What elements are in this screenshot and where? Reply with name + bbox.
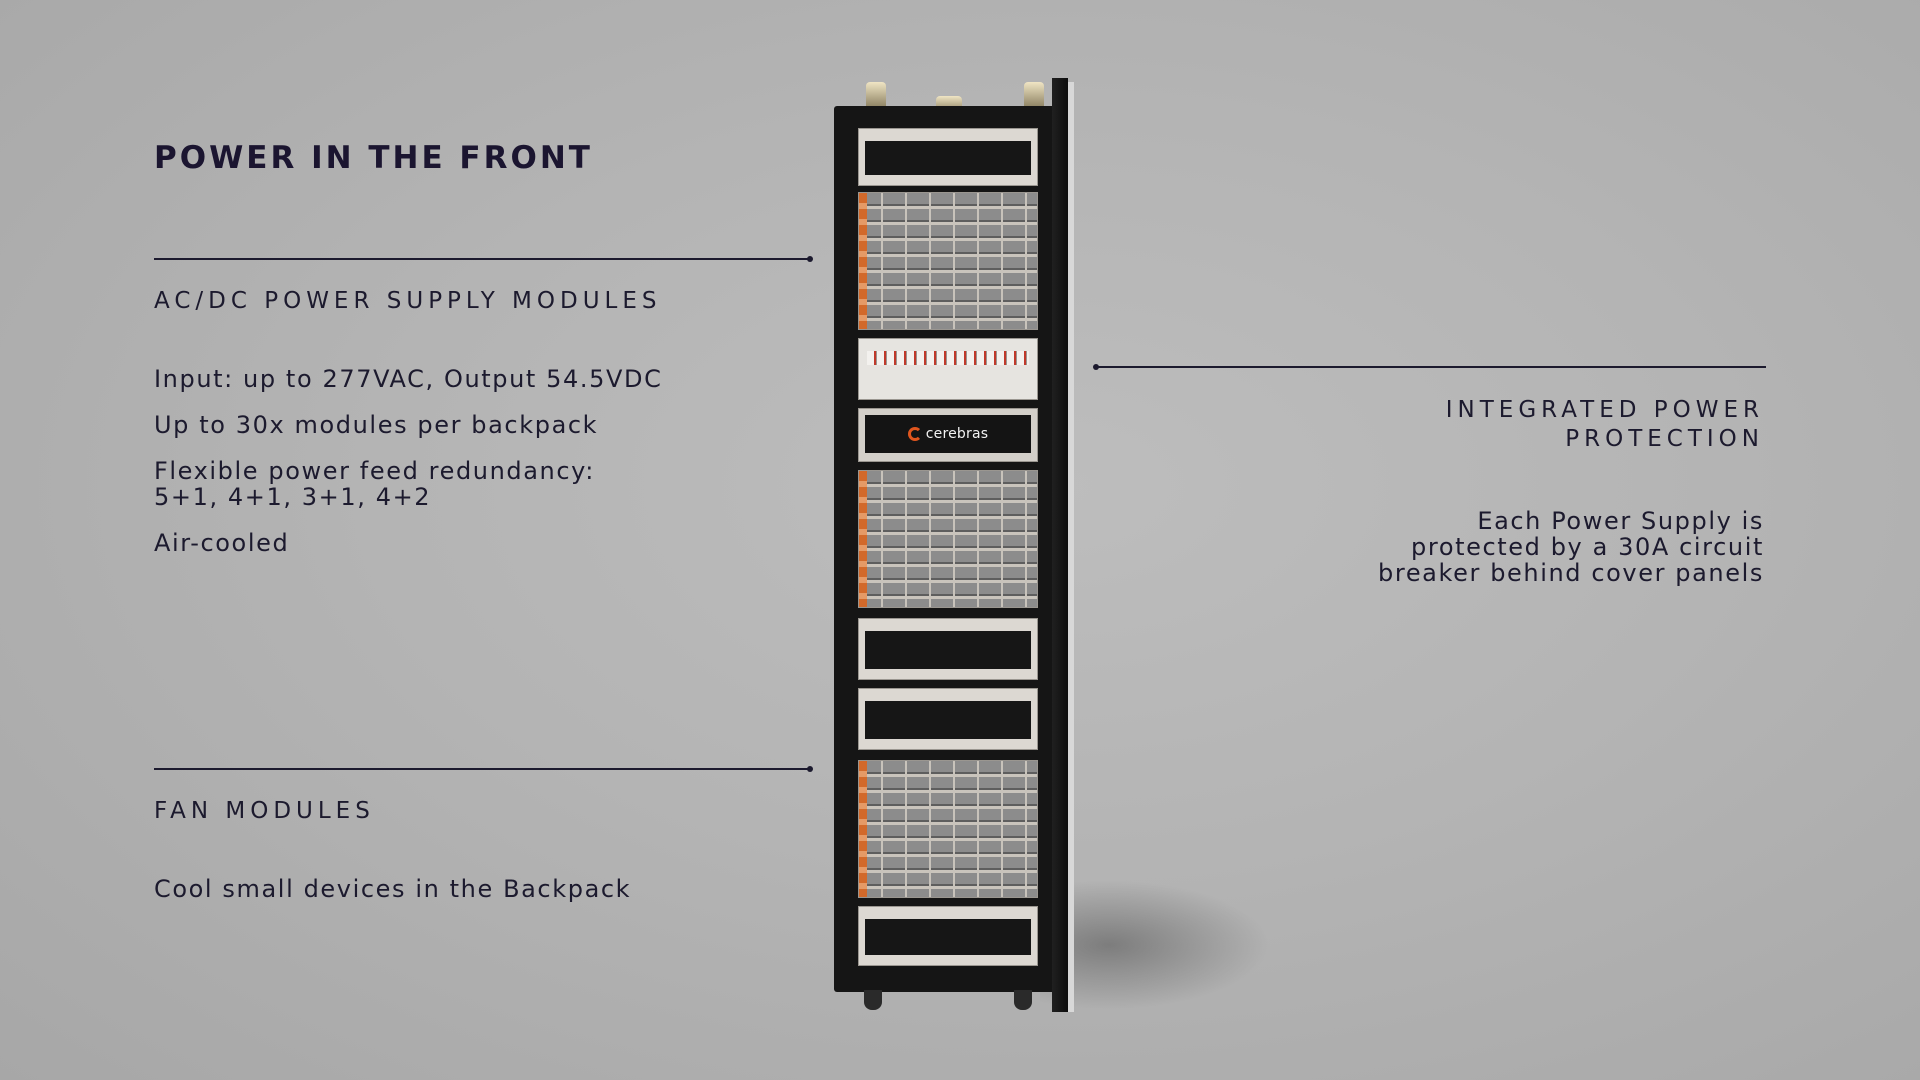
psu-module-bank-upper xyxy=(858,192,1038,330)
protection-block: INTEGRATED POWER PROTECTION Each Power S… xyxy=(1378,396,1764,586)
rack-blank-panel-bottom xyxy=(858,906,1038,966)
rack-door-edge xyxy=(1068,82,1074,1012)
psu-feature-module-count: Up to 30x modules per backpack xyxy=(154,411,599,439)
brand-logo: cerebras xyxy=(865,415,1031,453)
psu-feature-input-output: Input: up to 277VAC, Output 54.5VDC xyxy=(154,365,663,393)
rack-blank-panel-middle-1 xyxy=(858,618,1038,680)
protection-heading: INTEGRATED POWER PROTECTION xyxy=(1445,397,1764,452)
protection-description: Each Power Supply is protected by a 30A … xyxy=(1378,507,1764,587)
fan-feature-list: Cool small devices in the Backpack xyxy=(154,876,631,922)
psu-module-bank-middle xyxy=(858,470,1038,608)
psu-feature-cooling: Air-cooled xyxy=(154,529,290,557)
circuit-breaker-panel xyxy=(858,338,1038,400)
psu-leader-line xyxy=(154,256,813,262)
brand-logo-icon xyxy=(907,427,922,441)
rack-top-fitting-right xyxy=(1024,82,1044,108)
fan-module-bank-lower xyxy=(858,760,1038,898)
rack-brand-panel: cerebras xyxy=(858,408,1038,462)
psu-section-heading: AC/DC POWER SUPPLY MODULES xyxy=(154,288,662,314)
fan-section-heading: FAN MODULES xyxy=(154,798,375,824)
rack-caster-left xyxy=(864,990,882,1010)
rack-caster-right xyxy=(1014,990,1032,1010)
psu-feature-redundancy: Flexible power feed redundancy: 5+1, 4+1… xyxy=(154,457,595,511)
rack-blank-panel-middle-2 xyxy=(858,688,1038,750)
protection-leader-line xyxy=(1093,364,1766,370)
slide-title: POWER IN THE FRONT xyxy=(154,140,593,176)
fan-leader-line xyxy=(154,766,813,772)
rack-door xyxy=(1052,78,1068,1012)
brand-logo-text: cerebras xyxy=(925,426,989,442)
rack-shadow xyxy=(1040,880,1270,1010)
rack-top-fitting-left xyxy=(866,82,886,108)
server-rack-image: cerebras xyxy=(834,76,1074,1016)
psu-feature-list: Input: up to 277VAC, Output 54.5VDC Up t… xyxy=(154,366,662,576)
fan-feature-description: Cool small devices in the Backpack xyxy=(154,875,632,903)
rack-blank-panel-top xyxy=(858,128,1038,186)
